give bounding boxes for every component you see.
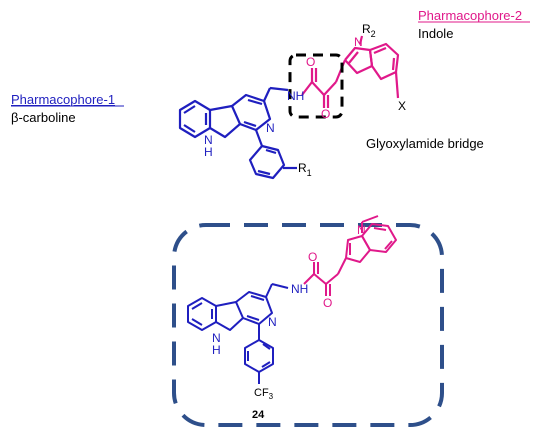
phenyl-ring [248, 144, 286, 180]
c24-pyridine-ring [235, 291, 273, 325]
pyrrole-ring [209, 104, 242, 139]
c24-indole-benzene-ring [361, 223, 397, 253]
c24-pyrrole-ring [215, 301, 244, 331]
compound-24-beta-carboline [187, 283, 289, 384]
glyoxylamide-bridge-label: Glyoxylamide bridge [366, 136, 484, 151]
compound-24-highlight-box [172, 223, 444, 427]
c24-indole-n-label: N [357, 223, 366, 237]
cf3-label: CF3 [254, 387, 274, 401]
x-substituent-label: X [398, 99, 406, 113]
indole-nh-label-bottom: H [204, 145, 213, 159]
top-structure: NH O O N R2 X N N H R1 [178, 22, 406, 180]
pharmacophore-1-subtitle: β-carboline [11, 110, 76, 125]
c24-pyridine-n-label: N [268, 315, 277, 329]
c24-carbonyl-o-right-label: O [323, 296, 332, 310]
bridge-highlight-box [288, 53, 344, 119]
amide-nh-label: NH [287, 89, 304, 103]
compound-24-structure: NH O O N N N H CF3 24 [187, 215, 397, 421]
indole-nh-label-top: N [204, 133, 213, 147]
c24-indole-nh-label-top: N [212, 331, 221, 345]
r1-label: R1 [298, 161, 312, 178]
carbonyl-o-right-label: O [321, 107, 330, 121]
pharmacophore-2-subtitle: Indole [418, 26, 453, 41]
pharmacophore-2-title: Pharmacophore-2 [418, 8, 522, 23]
c24-phenyl-ring [244, 339, 274, 373]
c24-indole-nh-label-bottom: H [212, 343, 221, 357]
pyridine-n-label: N [266, 121, 275, 135]
pyridine-ring [231, 93, 272, 132]
beta-carboline-core [178, 86, 297, 180]
carbonyl-o-left-label: O [306, 55, 315, 69]
compound-24-glyoxyl-indole [303, 215, 397, 296]
indole-core [344, 35, 400, 99]
c24-amide-nh-label: NH [291, 282, 308, 296]
compound-number-label: 24 [252, 409, 265, 421]
indole-n-label: N [354, 35, 363, 49]
pharmacophore-1-title: Pharmacophore-1 [11, 92, 115, 107]
indole-pyrrole-ring [344, 46, 374, 75]
r2-label: R2 [362, 22, 376, 39]
c24-carbonyl-o-left-label: O [308, 250, 317, 264]
